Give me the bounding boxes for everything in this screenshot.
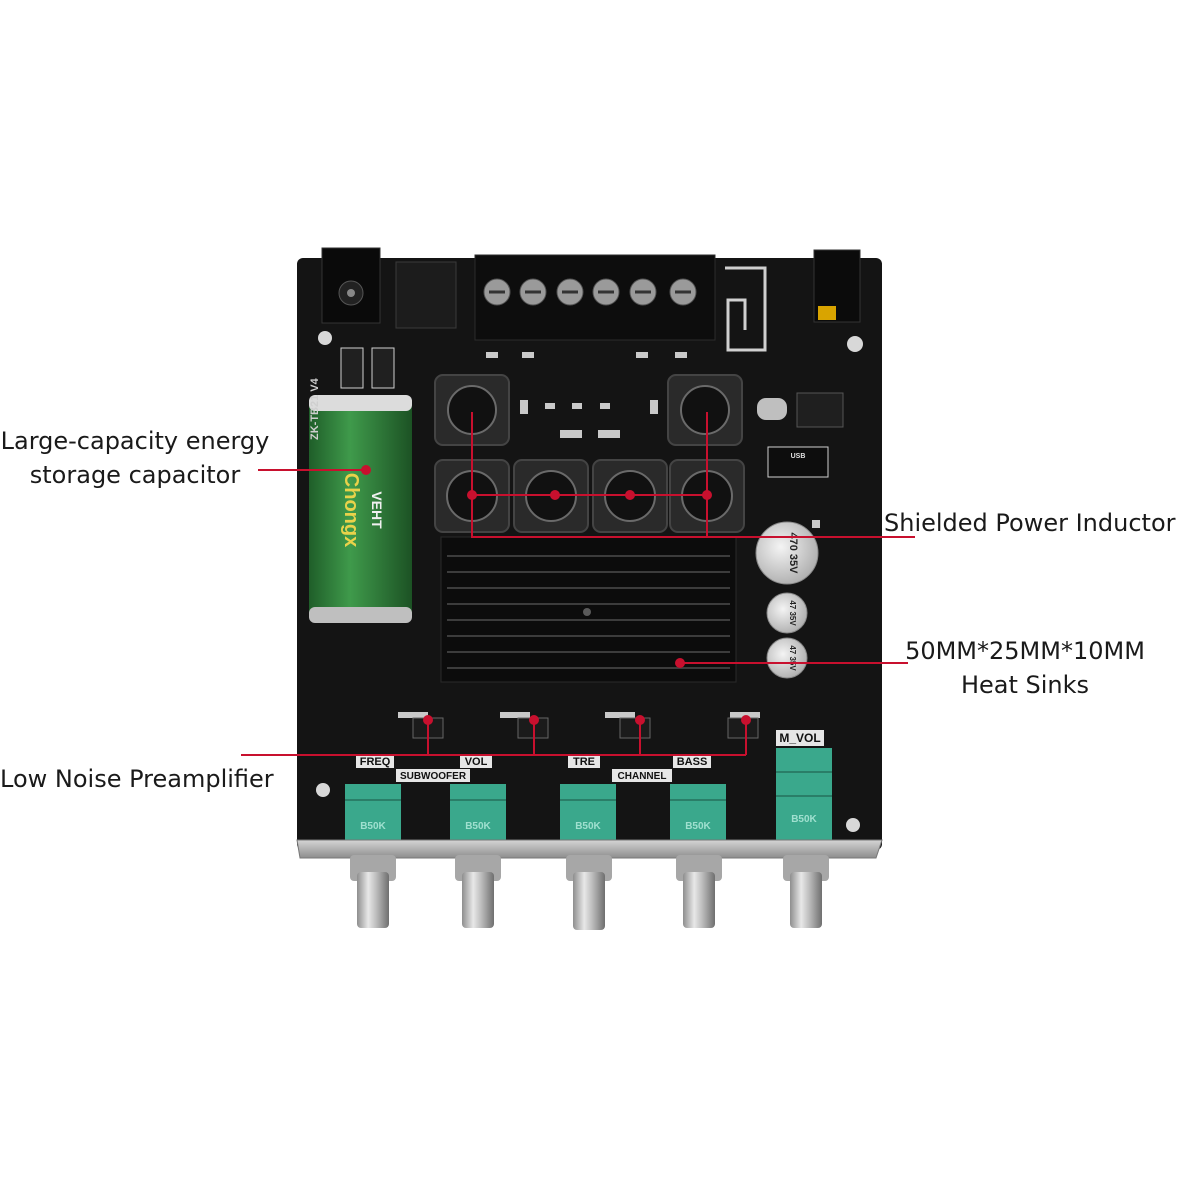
usb-header — [767, 446, 829, 478]
pot-value-1: B50K — [360, 821, 386, 832]
heatsink — [440, 536, 737, 683]
smd-components — [398, 352, 820, 718]
capacitor-series-text: VEHT — [369, 491, 385, 529]
callout-heatsink-line2: Heat Sinks — [960, 671, 1090, 699]
label-m-vol: M_VOL — [779, 731, 820, 745]
pot-value-4: B50K — [685, 821, 711, 832]
callout-dots — [361, 465, 751, 725]
pot-value-5: B50K — [791, 814, 817, 825]
bluetooth-antenna-trace — [725, 266, 767, 352]
callout-heatsink-line1: 50MM*25MM*10MM — [905, 637, 1145, 665]
usb-label: USB — [791, 453, 806, 460]
filter-cap-47-b: 47 35V — [788, 645, 797, 671]
power-inductors — [434, 374, 745, 533]
callout-capacitor-line2: storage capacitor — [29, 461, 241, 489]
pot-value-2: B50K — [465, 821, 491, 832]
callout-heatsink: 50MM*25MM*10MM Heat Sinks — [900, 634, 1150, 702]
pot-value-3: B50K — [575, 821, 601, 832]
mounting-holes — [316, 331, 863, 832]
label-subwoofer: SUBWOOFER — [400, 771, 467, 782]
label-freq: FREQ — [360, 756, 391, 768]
callout-preamp: Low Noise Preamplifier — [0, 765, 274, 793]
capacitor-brand-text: Chongx — [340, 473, 362, 547]
label-channel: CHANNEL — [618, 771, 667, 782]
front-metal-plate — [296, 839, 883, 859]
callout-capacitor-line1: Large-capacity energy — [0, 427, 270, 455]
board-model-silkscreen: ZK-TB21 V4 — [309, 377, 321, 440]
filter-cap-470: 470 35V — [787, 533, 799, 575]
filter-cap-47-a: 47 35V — [788, 600, 797, 626]
energy-storage-capacitor: Chongx VEHT — [309, 395, 412, 623]
aux-audio-jack — [813, 249, 861, 323]
preamp-chips — [412, 717, 759, 739]
dc-power-jack — [321, 247, 381, 324]
knob-shafts — [350, 855, 829, 930]
callout-capacitor: Large-capacity energy storage capacitor — [0, 424, 270, 492]
speaker-terminal-block — [474, 254, 716, 341]
crystal-oscillator — [757, 398, 787, 420]
knob-labels: FREQ VOL TRE BASS M_VOL SUBWOOFER CHANNE… — [356, 730, 824, 782]
label-vol: VOL — [465, 756, 488, 768]
callout-inductor: Shielded Power Inductor — [884, 509, 1176, 537]
diodes — [340, 347, 395, 389]
callout-lines — [241, 412, 915, 756]
label-bass: BASS — [677, 756, 708, 768]
mosfet-chip — [395, 261, 457, 329]
bluetooth-module-chip — [796, 392, 844, 428]
label-tre: TRE — [573, 756, 595, 768]
potentiometers: B50K B50K B50K B50K B50K — [345, 748, 832, 842]
